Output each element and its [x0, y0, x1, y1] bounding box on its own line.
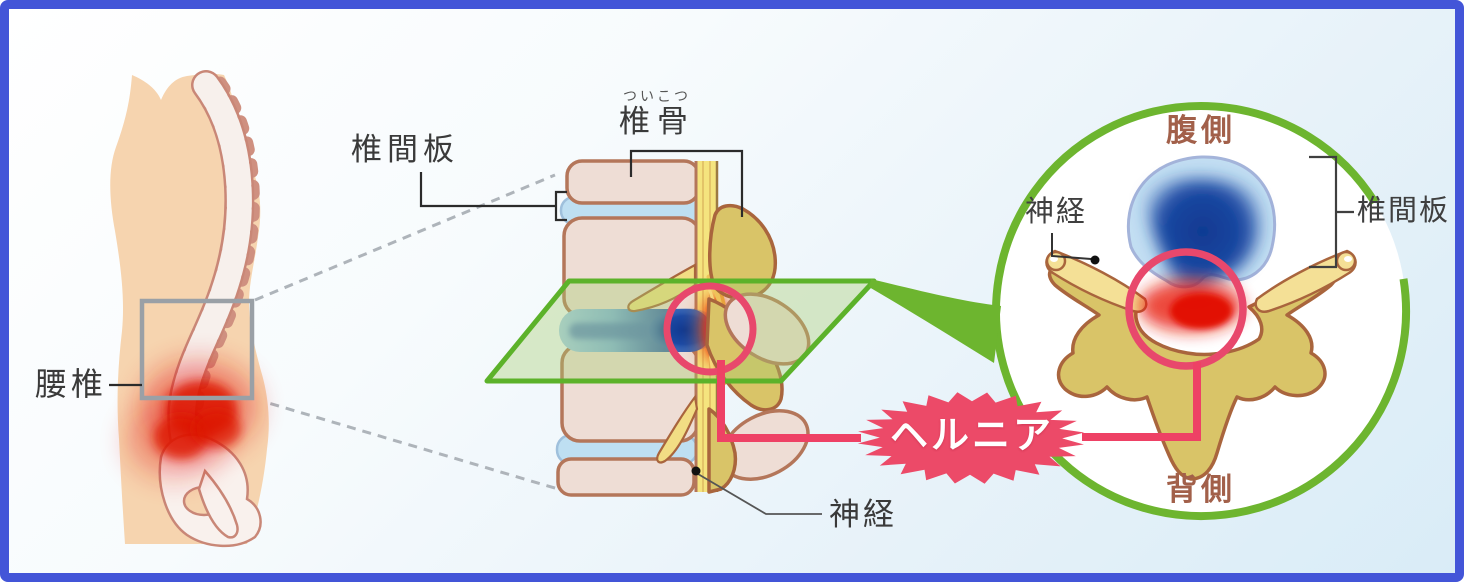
disc-label: 椎間板 — [351, 132, 459, 167]
cs-label-pointers — [1051, 155, 1354, 269]
green-section-plane — [484, 278, 877, 384]
nerve-roots — [627, 263, 699, 464]
hernia-burst — [857, 392, 1085, 484]
cross-section-circle — [992, 102, 1411, 520]
dorsal-side-label: 背側 — [1166, 472, 1236, 507]
lumbar-label: 腰椎 — [35, 366, 108, 402]
zoom-dashed-lines — [254, 173, 559, 491]
posterior-elements — [705, 203, 811, 494]
ventral-side-label: 腹側 — [1166, 113, 1236, 148]
spine-segment — [419, 149, 822, 515]
hernia-markers — [663, 248, 1247, 442]
vertebra-furigana-label: ついこつ — [623, 88, 691, 104]
cs-herniation — [1139, 178, 1262, 332]
vertebra-label: 椎骨 — [619, 104, 695, 139]
body-silhouette — [109, 70, 269, 548]
lumbar-focus-box — [139, 298, 255, 401]
spine-label-pointers — [419, 149, 744, 222]
cs-green-ring — [992, 102, 1411, 520]
cs-nerve-label: 神経 — [1025, 196, 1088, 228]
zoom-wedge — [869, 279, 1001, 363]
hernia-callout-label: ヘルニア — [889, 415, 1054, 457]
cs-disc-label: 椎間板 — [1357, 195, 1451, 227]
pain-glow — [126, 361, 257, 479]
illustration-artwork — [109, 70, 1411, 548]
nerve-label-pointer — [691, 466, 822, 515]
nerve-label: 神経 — [829, 497, 897, 532]
